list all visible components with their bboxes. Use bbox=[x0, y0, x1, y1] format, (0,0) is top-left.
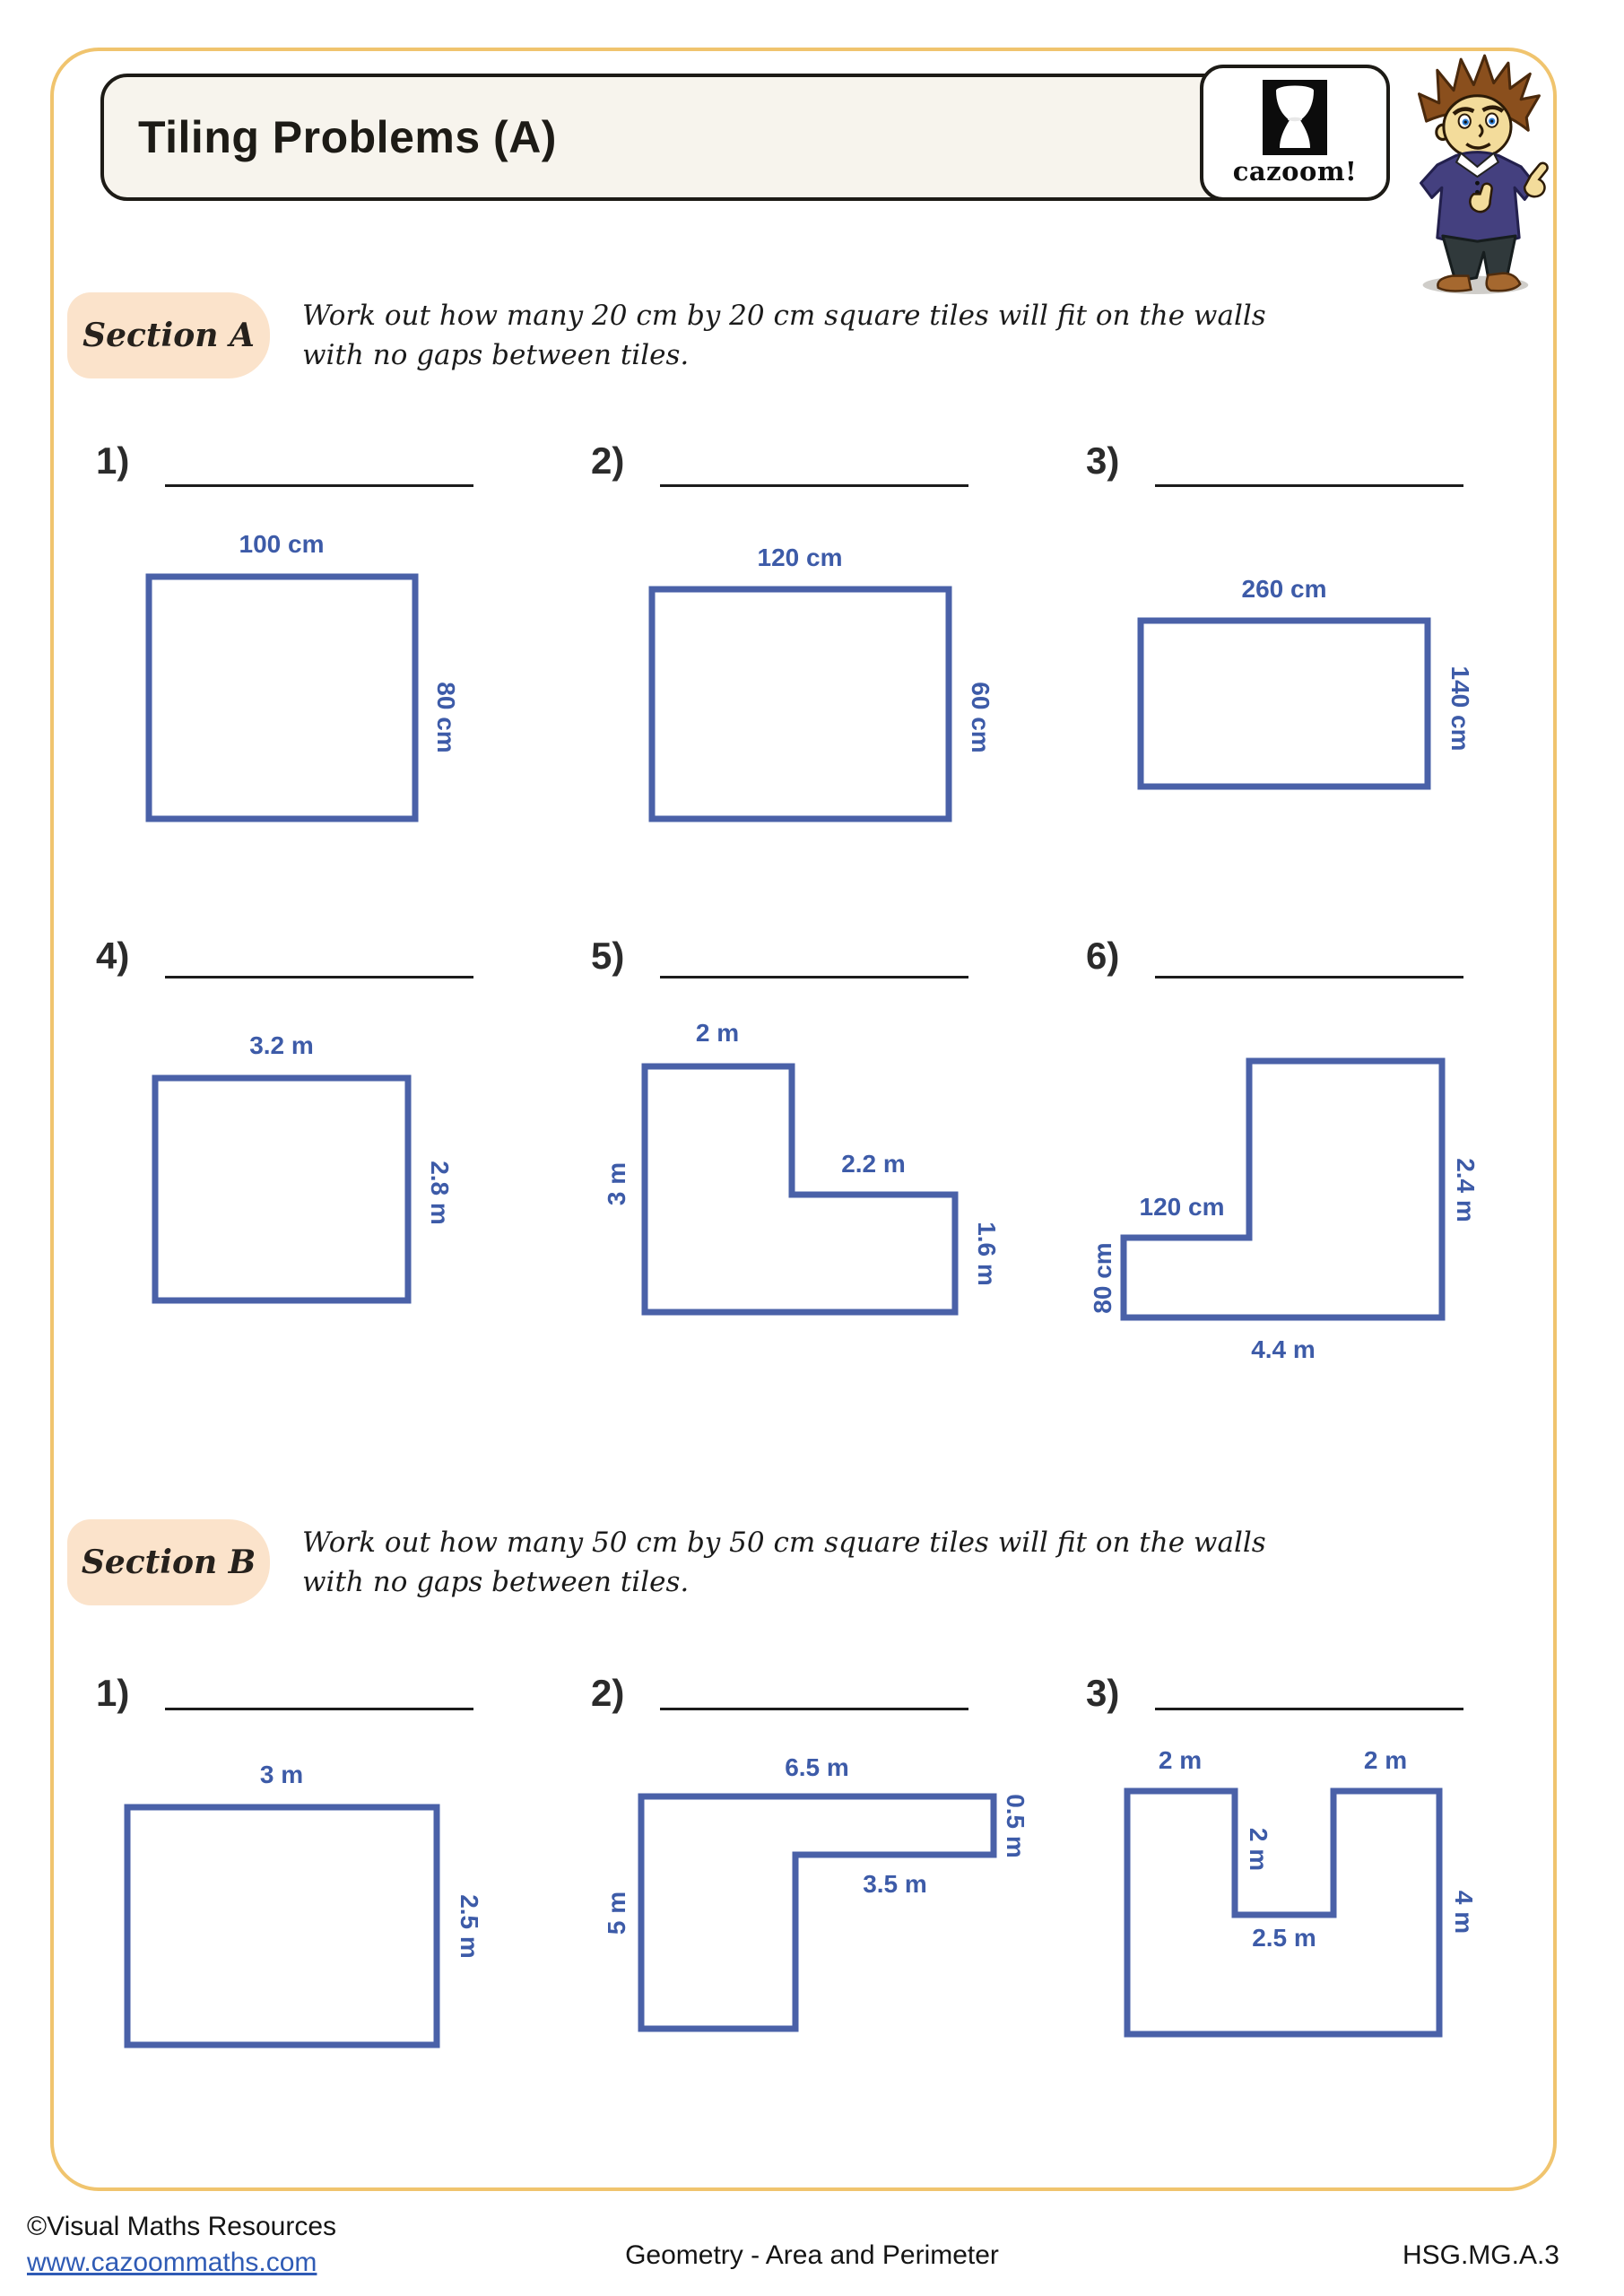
problem-number-a5: 5) bbox=[591, 935, 625, 977]
dim-label-a6-right: 2.4 m bbox=[1452, 1158, 1480, 1222]
dim-label-a1-right: 80 cm bbox=[432, 682, 460, 753]
cazoom-logo: cazoom! bbox=[1200, 65, 1390, 201]
dim-label-a6-step: 120 cm bbox=[1139, 1193, 1225, 1221]
answer-line-a2 bbox=[660, 484, 968, 487]
shape-a6-l-shape bbox=[1120, 1057, 1446, 1321]
section-a-label: Section A bbox=[83, 317, 255, 354]
dim-label-a4-top: 3.2 m bbox=[249, 1031, 314, 1059]
instruction-a-line1: Work out how many 20 cm by 20 cm square … bbox=[302, 300, 1266, 332]
problem-number-a3: 3) bbox=[1086, 439, 1120, 482]
footer-standard-code: HSG.MG.A.3 bbox=[1402, 2240, 1559, 2270]
instruction-b-line2: with no gaps between tiles. bbox=[302, 1566, 690, 1598]
section-b-badge: Section B bbox=[67, 1519, 270, 1605]
dim-label-a3-top: 260 cm bbox=[1241, 575, 1327, 603]
dim-label-a1-top: 100 cm bbox=[239, 530, 325, 558]
problem-number-b1: 1) bbox=[96, 1672, 130, 1714]
dim-label-a6-left: 80 cm bbox=[1089, 1242, 1116, 1314]
dim-label-a2-right: 60 cm bbox=[967, 682, 994, 753]
shape-a4-rectangle bbox=[152, 1074, 412, 1304]
page-title: Tiling Problems (A) bbox=[138, 112, 557, 162]
answer-line-a6 bbox=[1155, 976, 1463, 978]
dim-label-a5-left: 3 m bbox=[603, 1161, 630, 1206]
answer-line-b2 bbox=[660, 1708, 968, 1710]
dim-label-a3-right: 140 cm bbox=[1446, 665, 1474, 752]
dim-label-b2-step: 3.5 m bbox=[863, 1870, 927, 1898]
dim-label-b1-top: 3 m bbox=[259, 1761, 304, 1788]
footer-topic: Geometry - Area and Perimeter bbox=[625, 2240, 999, 2270]
instruction-b-line1: Work out how many 50 cm by 50 cm square … bbox=[302, 1526, 1266, 1559]
problem-number-a2: 2) bbox=[591, 439, 625, 482]
section-b-label: Section B bbox=[81, 1544, 256, 1581]
section-a-badge: Section A bbox=[67, 292, 270, 378]
answer-line-a4 bbox=[165, 976, 473, 978]
dim-label-a5-right: 1.6 m bbox=[973, 1222, 1001, 1286]
dim-label-b3-notch: 2 m bbox=[1245, 1827, 1272, 1872]
dim-label-a4-right: 2.8 m bbox=[426, 1161, 454, 1225]
mascot-character bbox=[1417, 54, 1549, 294]
title-box: Tiling Problems (A) bbox=[100, 74, 1388, 201]
dim-label-b3-top-left: 2 m bbox=[1158, 1746, 1203, 1774]
dim-label-b1-right: 2.5 m bbox=[456, 1894, 483, 1959]
shape-a3-rectangle bbox=[1137, 617, 1431, 790]
shape-b3-u-shape bbox=[1124, 1787, 1443, 2038]
answer-line-a3 bbox=[1155, 484, 1463, 487]
shape-a1-rectangle bbox=[145, 573, 419, 822]
dim-label-a6-bottom: 4.4 m bbox=[1251, 1335, 1316, 1363]
answer-line-b1 bbox=[165, 1708, 473, 1710]
page-frame bbox=[50, 48, 1557, 2191]
dim-label-b2-top: 6.5 m bbox=[785, 1753, 849, 1781]
footer-website-link[interactable]: www.cazoommaths.com bbox=[27, 2248, 317, 2277]
dim-label-a2-top: 120 cm bbox=[757, 544, 843, 571]
dim-label-b2-right: 0.5 m bbox=[1002, 1794, 1029, 1858]
dim-label-b3-right: 4 m bbox=[1450, 1890, 1478, 1935]
answer-line-a5 bbox=[660, 976, 968, 978]
dim-label-a5-top: 2 m bbox=[695, 1019, 740, 1047]
answer-line-a1 bbox=[165, 484, 473, 487]
logo-drum-icon bbox=[1263, 79, 1327, 155]
answer-line-b3 bbox=[1155, 1708, 1463, 1710]
dim-label-b3-top-right: 2 m bbox=[1363, 1746, 1408, 1774]
shape-a5-l-shape bbox=[641, 1063, 959, 1316]
problem-number-a4: 4) bbox=[96, 935, 130, 977]
shape-b1-rectangle bbox=[124, 1804, 440, 2048]
footer-copyright: ©Visual Maths Resources bbox=[27, 2212, 337, 2241]
problem-number-b3: 3) bbox=[1086, 1672, 1120, 1714]
dim-label-b2-left: 5 m bbox=[603, 1891, 630, 1935]
shape-b2-l-shape bbox=[638, 1793, 997, 2032]
section-a-instruction: Work out how many 20 cm by 20 cm square … bbox=[302, 296, 1387, 375]
instruction-a-line2: with no gaps between tiles. bbox=[302, 339, 690, 371]
logo-text: cazoom! bbox=[1232, 155, 1358, 187]
problem-number-a1: 1) bbox=[96, 439, 130, 482]
problem-number-b2: 2) bbox=[591, 1672, 625, 1714]
dim-label-b3-notch-bottom: 2.5 m bbox=[1252, 1924, 1316, 1952]
shape-a2-rectangle bbox=[648, 586, 952, 822]
section-b-instruction: Work out how many 50 cm by 50 cm square … bbox=[302, 1523, 1387, 1602]
dim-label-a5-step: 2.2 m bbox=[841, 1150, 906, 1178]
problem-number-a6: 6) bbox=[1086, 935, 1120, 977]
